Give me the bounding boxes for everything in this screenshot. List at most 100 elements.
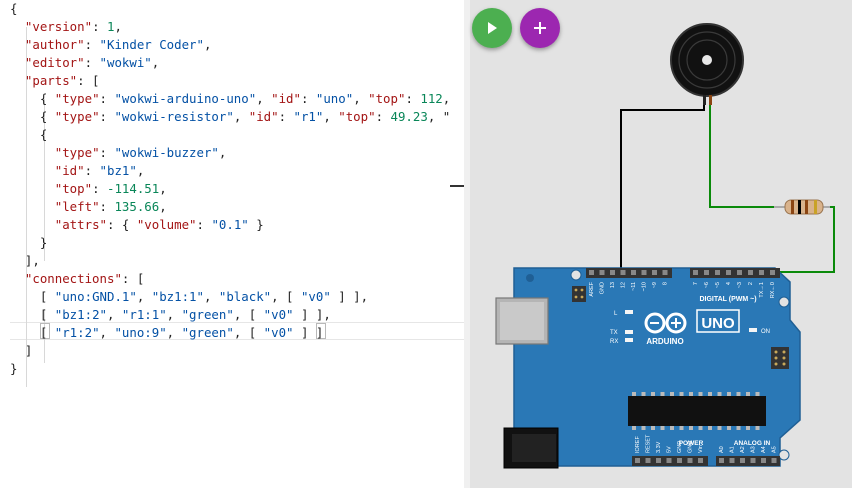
chip-pin <box>698 392 703 396</box>
brand-label: ARDUINO <box>646 337 683 346</box>
code-token: , <box>166 307 182 322</box>
code-token: : <box>84 55 100 70</box>
code-token: "wokwi-resistor" <box>114 109 234 124</box>
pin-label: A2 <box>740 446 746 453</box>
code-token: , <box>159 199 167 214</box>
header-pin[interactable] <box>645 458 651 463</box>
header-pin[interactable] <box>759 270 764 275</box>
header-pin[interactable] <box>631 270 636 275</box>
add-part-button[interactable] <box>520 8 560 48</box>
header-pin[interactable] <box>729 458 735 463</box>
pin-label: ~6 <box>704 282 710 288</box>
code-token: "connections" <box>24 271 122 286</box>
code-line[interactable]: "parts": [ <box>10 72 100 90</box>
code-line[interactable]: [ "r1:2", "uno:9", "green", [ "v0" ] ] <box>10 324 324 342</box>
scrollbar-marker[interactable] <box>450 185 464 187</box>
indent-guide <box>44 99 45 261</box>
header-pin[interactable] <box>740 458 745 463</box>
header-pin[interactable] <box>693 270 698 275</box>
code-token: { <box>10 1 18 16</box>
chip-pin <box>727 392 731 396</box>
code-line[interactable]: "id": "bz1", <box>10 162 145 180</box>
code-line[interactable]: "connections": [ <box>10 270 144 288</box>
header-pin[interactable] <box>726 270 731 275</box>
code-token: : <box>99 109 115 124</box>
code-line[interactable]: { <box>10 0 17 18</box>
code-line[interactable]: "editor": "wokwi", <box>10 54 159 72</box>
header-pin[interactable] <box>704 270 709 275</box>
code-line[interactable]: } <box>10 234 47 252</box>
panel-divider[interactable] <box>464 0 470 488</box>
chip-pin <box>698 426 703 430</box>
header-pin[interactable] <box>761 458 766 463</box>
header-pin[interactable] <box>748 270 753 275</box>
wire-green-2[interactable] <box>780 206 835 273</box>
code-line[interactable]: "author": "Kinder Coder", <box>10 36 212 54</box>
code-line[interactable]: "top": -114.51, <box>10 180 167 198</box>
power-header[interactable] <box>632 456 708 466</box>
header-pin[interactable] <box>610 270 615 275</box>
code-line[interactable]: [ "bz1:2", "r1:1", "green", [ "v0" ] ], <box>10 306 331 324</box>
header-pin[interactable] <box>589 270 594 275</box>
chip-pin <box>660 426 665 430</box>
code-line[interactable]: { "type": "wokwi-resistor", "id": "r1", … <box>10 108 450 126</box>
analog-header[interactable] <box>716 456 780 466</box>
header-pin[interactable] <box>737 270 742 275</box>
chip-pin <box>746 426 750 430</box>
code-token: , [ <box>233 325 264 340</box>
code-line[interactable]: ], <box>10 252 40 270</box>
code-line[interactable]: "type": "wokwi-buzzer", <box>10 144 227 162</box>
code-token: "top" <box>338 109 376 124</box>
code-line[interactable]: ] <box>10 342 32 360</box>
code-line[interactable]: "attrs": { "volume": "0.1" } <box>10 216 264 234</box>
chip-pin <box>755 426 760 430</box>
header-pin[interactable] <box>599 270 605 275</box>
pin-label: 7 <box>693 282 699 285</box>
digital-header-right[interactable] <box>690 268 780 278</box>
digital-header-left[interactable] <box>586 268 672 278</box>
header-pin[interactable] <box>719 458 724 463</box>
code-editor[interactable]: { "version": 1, "author": "Kinder Coder"… <box>0 0 464 488</box>
code-line[interactable]: } <box>10 360 17 378</box>
resistor[interactable] <box>774 199 830 215</box>
header-pin[interactable] <box>698 458 703 463</box>
chip-pin <box>670 426 674 430</box>
header-pin[interactable] <box>771 458 777 463</box>
power-label: POWER <box>679 440 704 447</box>
on-label: ON <box>761 329 770 335</box>
code-token: "black" <box>218 289 272 304</box>
wire-green-1[interactable] <box>709 105 780 208</box>
header-pin[interactable] <box>635 458 640 463</box>
buzzer[interactable] <box>670 23 744 105</box>
header-pin[interactable] <box>641 270 647 275</box>
code-line[interactable]: "left": 135.66, <box>10 198 167 216</box>
pin-label: GND <box>688 441 694 453</box>
code-token: : <box>92 19 107 34</box>
play-button[interactable] <box>472 8 512 48</box>
chip-pin <box>727 426 731 430</box>
header-pin[interactable] <box>770 270 775 275</box>
code-token: , <box>166 325 182 340</box>
header-pin[interactable] <box>656 458 661 463</box>
header-pin[interactable] <box>687 458 693 463</box>
code-line[interactable]: "version": 1, <box>10 18 122 36</box>
code-line[interactable]: { <box>10 126 47 144</box>
code-token: "r1:1" <box>121 307 167 322</box>
header-pin[interactable] <box>715 270 720 275</box>
code-line[interactable]: [ "uno:GND.1", "bz1:1", "black", [ "v0" … <box>10 288 368 306</box>
header-pin[interactable] <box>750 458 756 463</box>
pin-label: 3.3V <box>656 441 662 453</box>
code-line[interactable]: { "type": "wokwi-arduino-uno", "id": "un… <box>10 90 450 108</box>
code-token: "id" <box>248 109 279 124</box>
pin-label: RX←0 <box>770 282 776 298</box>
header-pin[interactable] <box>677 458 682 463</box>
header-pin[interactable] <box>652 270 657 275</box>
header-pin[interactable] <box>620 270 626 275</box>
chip-pin <box>736 426 741 430</box>
header-pin[interactable] <box>662 270 668 275</box>
wire-black[interactable] <box>620 105 705 278</box>
header-pin[interactable] <box>666 458 672 463</box>
code-token: , <box>151 55 160 70</box>
